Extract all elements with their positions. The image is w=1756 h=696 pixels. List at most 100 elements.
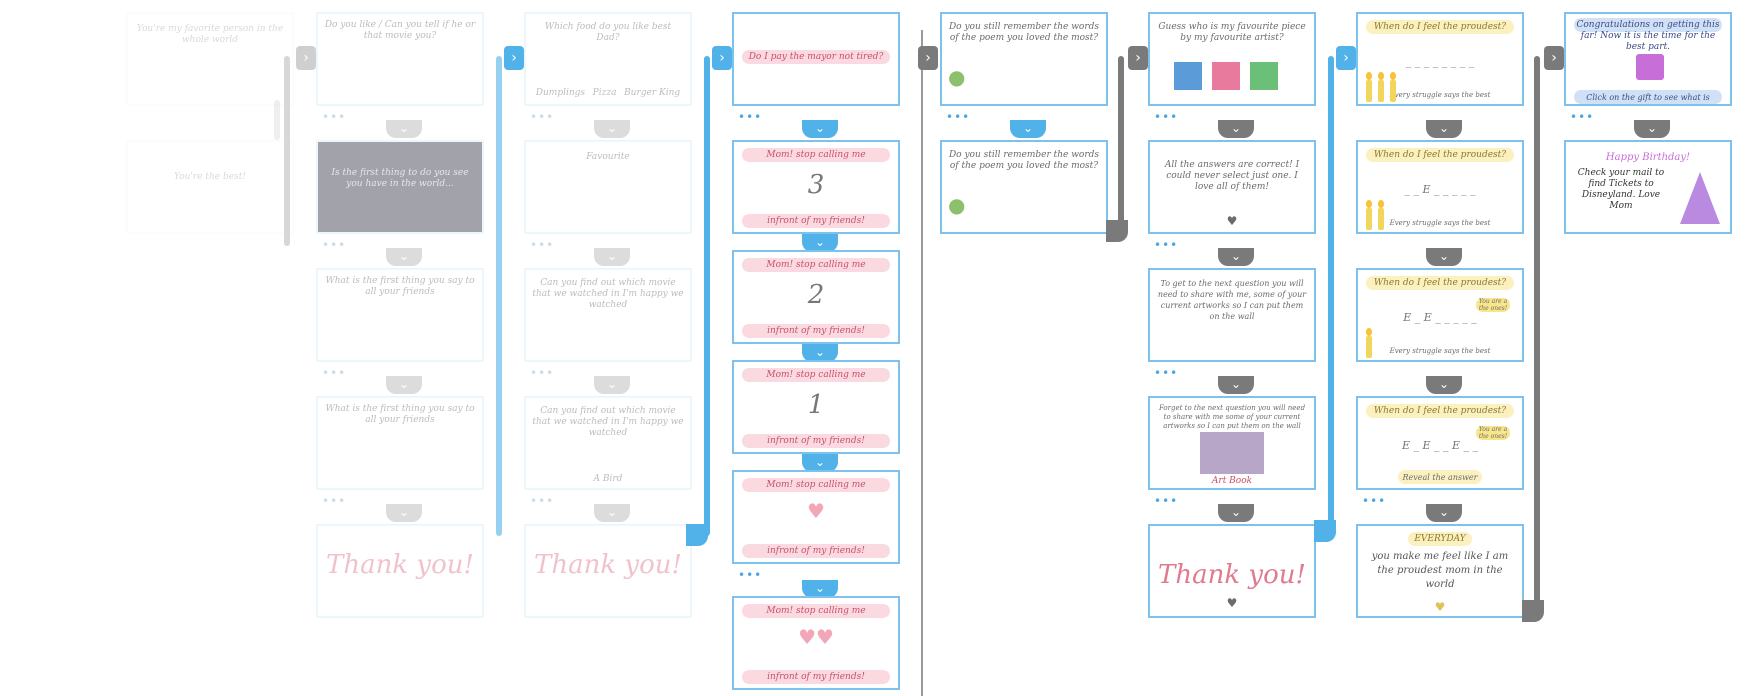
card[interactable]: Thank you! bbox=[316, 524, 484, 618]
chevron-down-icon[interactable]: ⌄ bbox=[1218, 120, 1254, 138]
chevron-down-icon[interactable]: ⌄ bbox=[594, 504, 630, 522]
card[interactable]: Thank you! ♥ bbox=[1148, 524, 1316, 618]
card-label: Burger King bbox=[624, 88, 681, 98]
chevron-down-icon[interactable]: ⌄ bbox=[386, 376, 422, 394]
more-icon[interactable]: ••• bbox=[530, 238, 555, 252]
reveal-answer-button[interactable]: Reveal the answer bbox=[1402, 473, 1478, 482]
card[interactable]: Do you still remember the words of the p… bbox=[940, 12, 1108, 106]
card[interactable]: Mom! stop calling me ♥ infront of my fri… bbox=[732, 470, 900, 564]
card[interactable]: When do I feel the proudest? E _ E _ _ _… bbox=[1356, 268, 1524, 362]
chevron-right-icon[interactable]: › bbox=[296, 46, 316, 70]
chevron-down-icon[interactable]: ⌄ bbox=[1010, 120, 1046, 138]
card[interactable]: Favourite bbox=[524, 140, 692, 234]
chevron-right-icon[interactable]: › bbox=[504, 46, 524, 70]
card[interactable]: When do I feel the proudest? E _ E _ _ E… bbox=[1356, 396, 1524, 490]
card[interactable]: Mom! stop calling me ♥♥ infront of my fr… bbox=[732, 596, 900, 690]
card[interactable]: When do I feel the proudest? _ _ _ _ _ _… bbox=[1356, 12, 1524, 106]
card[interactable]: Can you find out which movie that we wat… bbox=[524, 396, 692, 490]
candle-icon bbox=[1366, 328, 1372, 336]
chevron-down-icon[interactable]: ⌄ bbox=[1634, 120, 1670, 138]
card[interactable]: To get to the next question you will nee… bbox=[1148, 268, 1316, 362]
card[interactable]: Mom! stop calling me 3 infront of my fri… bbox=[732, 140, 900, 234]
more-icon[interactable]: ••• bbox=[530, 110, 555, 124]
chevron-down-icon[interactable]: ⌄ bbox=[594, 376, 630, 394]
chevron-right-icon[interactable]: › bbox=[1336, 46, 1356, 70]
card-top-text: Mom! stop calling me bbox=[766, 150, 866, 160]
more-icon[interactable]: ••• bbox=[530, 494, 555, 508]
more-icon[interactable]: ••• bbox=[1154, 238, 1179, 252]
card[interactable]: Mom! stop calling me 1 infront of my fri… bbox=[732, 360, 900, 454]
chevron-right-icon[interactable]: › bbox=[1544, 46, 1564, 70]
card[interactable]: Is the first thing to do you see you hav… bbox=[316, 140, 484, 234]
chevron-down-icon[interactable]: ⌄ bbox=[1426, 504, 1462, 522]
chevron-right-icon[interactable]: › bbox=[918, 46, 938, 70]
card[interactable]: All the answers are correct! I could nev… bbox=[1148, 140, 1316, 234]
card[interactable]: Forget to the next question you will nee… bbox=[1148, 396, 1316, 490]
card-footer: Click on the gift to see what is inside. bbox=[1586, 93, 1710, 102]
card[interactable]: Thank you! bbox=[524, 524, 692, 618]
chevron-down-icon[interactable]: ⌄ bbox=[1426, 120, 1462, 138]
more-icon[interactable]: ••• bbox=[322, 494, 347, 508]
card[interactable]: What is the first thing you say to all y… bbox=[316, 396, 484, 490]
chevron-down-icon[interactable]: ⌄ bbox=[1426, 376, 1462, 394]
card[interactable]: Guess who is my favourite piece by my fa… bbox=[1148, 12, 1316, 106]
card[interactable]: You're my favorite person in the whole w… bbox=[126, 12, 294, 106]
chevron-down-icon[interactable]: ⌄ bbox=[1218, 504, 1254, 522]
more-icon[interactable]: ••• bbox=[322, 366, 347, 380]
chevron-down-icon[interactable]: ⌄ bbox=[594, 120, 630, 138]
more-icon[interactable]: ••• bbox=[530, 366, 555, 380]
card[interactable]: Happy Birthday! Check your mail to find … bbox=[1564, 140, 1732, 234]
chevron-down-icon[interactable]: ⌄ bbox=[386, 504, 422, 522]
card[interactable]: You're the best! bbox=[126, 140, 294, 234]
chevron-down-icon[interactable]: ⌄ bbox=[594, 248, 630, 266]
chevron-down-icon[interactable]: ⌄ bbox=[802, 454, 838, 472]
cupcake-icon: ♥♥ bbox=[798, 625, 834, 649]
card-title: Happy Birthday! bbox=[1605, 152, 1691, 163]
more-icon[interactable]: ••• bbox=[738, 568, 763, 582]
chevron-down-icon[interactable]: ⌄ bbox=[386, 248, 422, 266]
card[interactable]: What is the first thing you say to all y… bbox=[316, 268, 484, 362]
card[interactable]: Do I pay the mayor not tired? bbox=[732, 12, 900, 106]
card[interactable]: Do you still remember the words of the p… bbox=[940, 140, 1108, 234]
card[interactable]: When do I feel the proudest? _ _ E _ _ _… bbox=[1356, 140, 1524, 234]
chevron-down-icon[interactable]: ⌄ bbox=[1426, 248, 1462, 266]
chevron-down-icon[interactable]: ⌄ bbox=[1218, 248, 1254, 266]
chevron-down-icon[interactable]: ⌄ bbox=[802, 120, 838, 138]
candle-icon bbox=[1366, 200, 1372, 208]
card-bottom-text: infront of my friends! bbox=[767, 436, 865, 446]
card[interactable]: Mom! stop calling me 2 infront of my fri… bbox=[732, 250, 900, 344]
card[interactable]: Do you like / Can you tell if he or that… bbox=[316, 12, 484, 106]
card-top-text: Mom! stop calling me bbox=[766, 606, 866, 616]
card[interactable]: Which food do you like best Dad? Dumplin… bbox=[524, 12, 692, 106]
rail-line bbox=[704, 56, 710, 536]
more-icon[interactable]: ••• bbox=[1154, 366, 1179, 380]
more-icon[interactable]: ••• bbox=[1154, 494, 1179, 508]
more-icon[interactable]: ••• bbox=[1154, 110, 1179, 124]
card-text: Can you find out which movie that we wat… bbox=[532, 406, 684, 438]
answer-blanks: E _ E _ _ _ _ _ bbox=[1403, 311, 1477, 324]
more-icon[interactable]: ••• bbox=[1362, 494, 1387, 508]
chevron-down-icon[interactable]: ⌄ bbox=[802, 234, 838, 252]
more-icon[interactable]: ••• bbox=[738, 110, 763, 124]
column-5: › Do you still remember the words of the… bbox=[918, 0, 1128, 696]
chevron-right-icon[interactable]: › bbox=[712, 46, 732, 70]
more-icon[interactable]: ••• bbox=[946, 110, 971, 124]
card-bottom-text: infront of my friends! bbox=[767, 326, 865, 336]
card-text: you make me feel like I am the proudest … bbox=[1371, 551, 1509, 590]
card-caption: A Bird bbox=[593, 474, 623, 484]
card-bottom-text: infront of my friends! bbox=[767, 546, 865, 556]
more-icon[interactable]: ••• bbox=[1570, 110, 1595, 124]
chevron-down-icon[interactable]: ⌄ bbox=[1218, 376, 1254, 394]
card-text: Forget to the next question you will nee… bbox=[1158, 404, 1306, 430]
card[interactable]: Congratulations on getting this far! Now… bbox=[1564, 12, 1732, 106]
more-icon[interactable]: ••• bbox=[322, 110, 347, 124]
more-icon[interactable]: ••• bbox=[322, 238, 347, 252]
chevron-down-icon[interactable]: ⌄ bbox=[386, 120, 422, 138]
card[interactable]: EVERYDAY you make me feel like I am the … bbox=[1356, 524, 1524, 618]
connector-bend bbox=[686, 524, 708, 546]
chevron-down-icon[interactable]: ⌄ bbox=[802, 580, 838, 598]
gift-icon[interactable] bbox=[1636, 54, 1664, 80]
chevron-down-icon[interactable]: ⌄ bbox=[802, 344, 838, 362]
card[interactable]: Can you find out which movie that we wat… bbox=[524, 268, 692, 362]
chevron-right-icon[interactable]: › bbox=[1128, 46, 1148, 70]
